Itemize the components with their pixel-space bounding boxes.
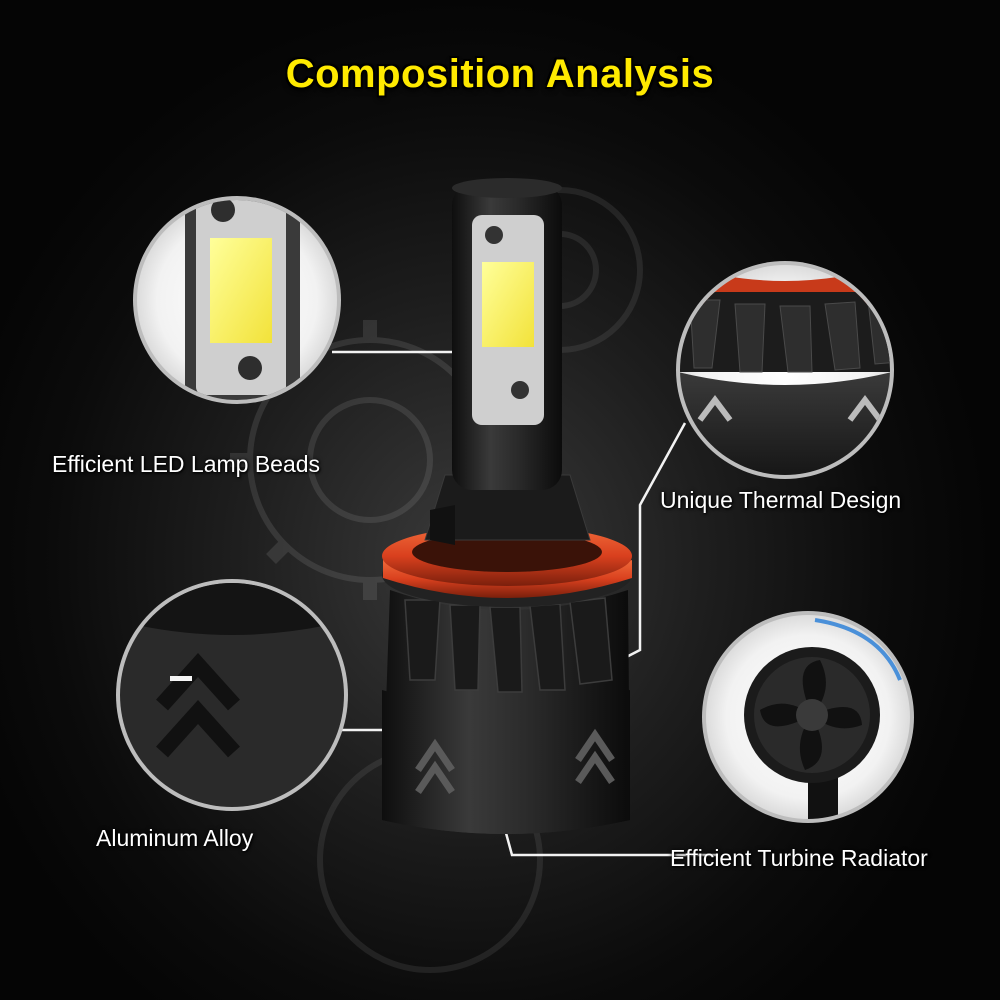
- led-chip: [482, 262, 534, 347]
- label-thermal-design: Unique Thermal Design: [660, 487, 902, 513]
- page-title: Composition Analysis: [285, 52, 715, 96]
- label-led-beads: Efficient LED Lamp Beads: [52, 451, 321, 477]
- zoom-circle-turbine: [702, 611, 914, 823]
- zoom-circle-aluminum: [116, 579, 348, 811]
- label-aluminum-alloy: Aluminum Alloy: [96, 825, 254, 851]
- zoom-circle-thermal: [676, 261, 894, 479]
- label-turbine-radiator: Efficient Turbine Radiator: [670, 845, 928, 871]
- zoom-circle-led-beads: [133, 196, 341, 404]
- led-bulb: [382, 178, 632, 834]
